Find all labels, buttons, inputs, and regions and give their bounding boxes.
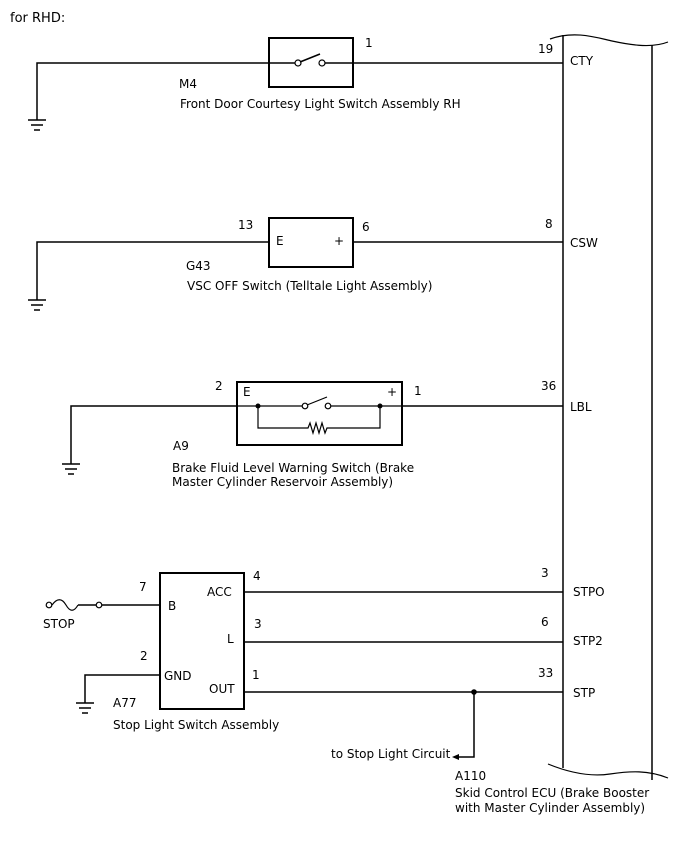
fuse-icon	[45, 599, 103, 611]
a9-code: A9	[173, 439, 189, 453]
a77-terminal-acc: ACC	[207, 585, 232, 599]
ecu-pin-label-csw: CSW	[570, 236, 598, 250]
m4-code: M4	[179, 77, 197, 91]
g43-pin-e: 13	[238, 218, 253, 232]
ecu-pin-label-stpo: STPO	[573, 585, 605, 599]
a77-terminal-b: B	[168, 599, 176, 613]
a77-pin-out: 1	[252, 668, 260, 682]
ecu-code: A110	[455, 769, 486, 783]
g43-code: G43	[186, 259, 211, 273]
g43-pin-plus: 6	[362, 220, 370, 234]
g43-name: VSC OFF Switch (Telltale Light Assembly)	[187, 279, 432, 293]
a77-code: A77	[113, 696, 136, 710]
ecu-pin-number-stpo: 3	[541, 566, 549, 580]
ecu-pin-label-lbl: LBL	[570, 400, 592, 414]
a9-pin-plus: 1	[414, 384, 422, 398]
diagram-title: for RHD:	[10, 11, 65, 26]
a9-pin-e: 2	[215, 379, 223, 393]
ground-icon	[76, 702, 94, 714]
ground-icon	[28, 299, 46, 311]
a77-pin-acc: 4	[253, 569, 261, 583]
g43-circuit	[36, 217, 563, 300]
a9-terminal-e: E	[243, 385, 251, 399]
a9-circuit	[70, 381, 563, 464]
ecu-pin-number-csw: 8	[545, 217, 553, 231]
ecu-name-line1: Skid Control ECU (Brake Booster	[455, 786, 649, 800]
a77-circuit	[84, 572, 563, 760]
ecu-pin-label-cty: CTY	[570, 54, 594, 68]
ecu-name-line2: with Master Cylinder Assembly)	[455, 801, 645, 815]
ecu-pin-number-stp2: 6	[541, 615, 549, 629]
a77-terminal-gnd: GND	[164, 669, 192, 683]
m4-pin-number: 1	[365, 36, 373, 50]
a77-pin-b: 7	[139, 580, 147, 594]
a9-name-line1: Brake Fluid Level Warning Switch (Brake	[172, 461, 414, 475]
ecu-pin-label-stp: STP	[573, 686, 595, 700]
a77-pin-l: 3	[254, 617, 262, 631]
g43-terminal-plus: +	[334, 234, 344, 248]
a77-pin-gnd: 2	[140, 649, 148, 663]
ecu-pin-number-cty: 19	[538, 42, 553, 56]
a9-terminal-plus: +	[387, 385, 397, 399]
a77-terminal-l: L	[227, 632, 234, 646]
stop-fuse-label: STOP	[43, 617, 75, 631]
ground-icon	[62, 463, 80, 475]
m4-name: Front Door Courtesy Light Switch Assembl…	[180, 97, 461, 111]
stop-light-circuit-label: to Stop Light Circuit	[331, 747, 451, 761]
ground-icon	[28, 119, 46, 131]
a9-name-line2: Master Cylinder Reservoir Assembly)	[172, 475, 393, 489]
g43-terminal-e: E	[276, 234, 284, 248]
m4-circuit	[36, 37, 563, 120]
ecu-pin-label-stp2: STP2	[573, 634, 603, 648]
ecu-pin-number-lbl: 36	[541, 379, 556, 393]
ecu-block	[547, 34, 669, 780]
ecu-pin-number-stp: 33	[538, 666, 553, 680]
a77-name: Stop Light Switch Assembly	[113, 718, 279, 732]
a77-terminal-out: OUT	[209, 682, 235, 696]
